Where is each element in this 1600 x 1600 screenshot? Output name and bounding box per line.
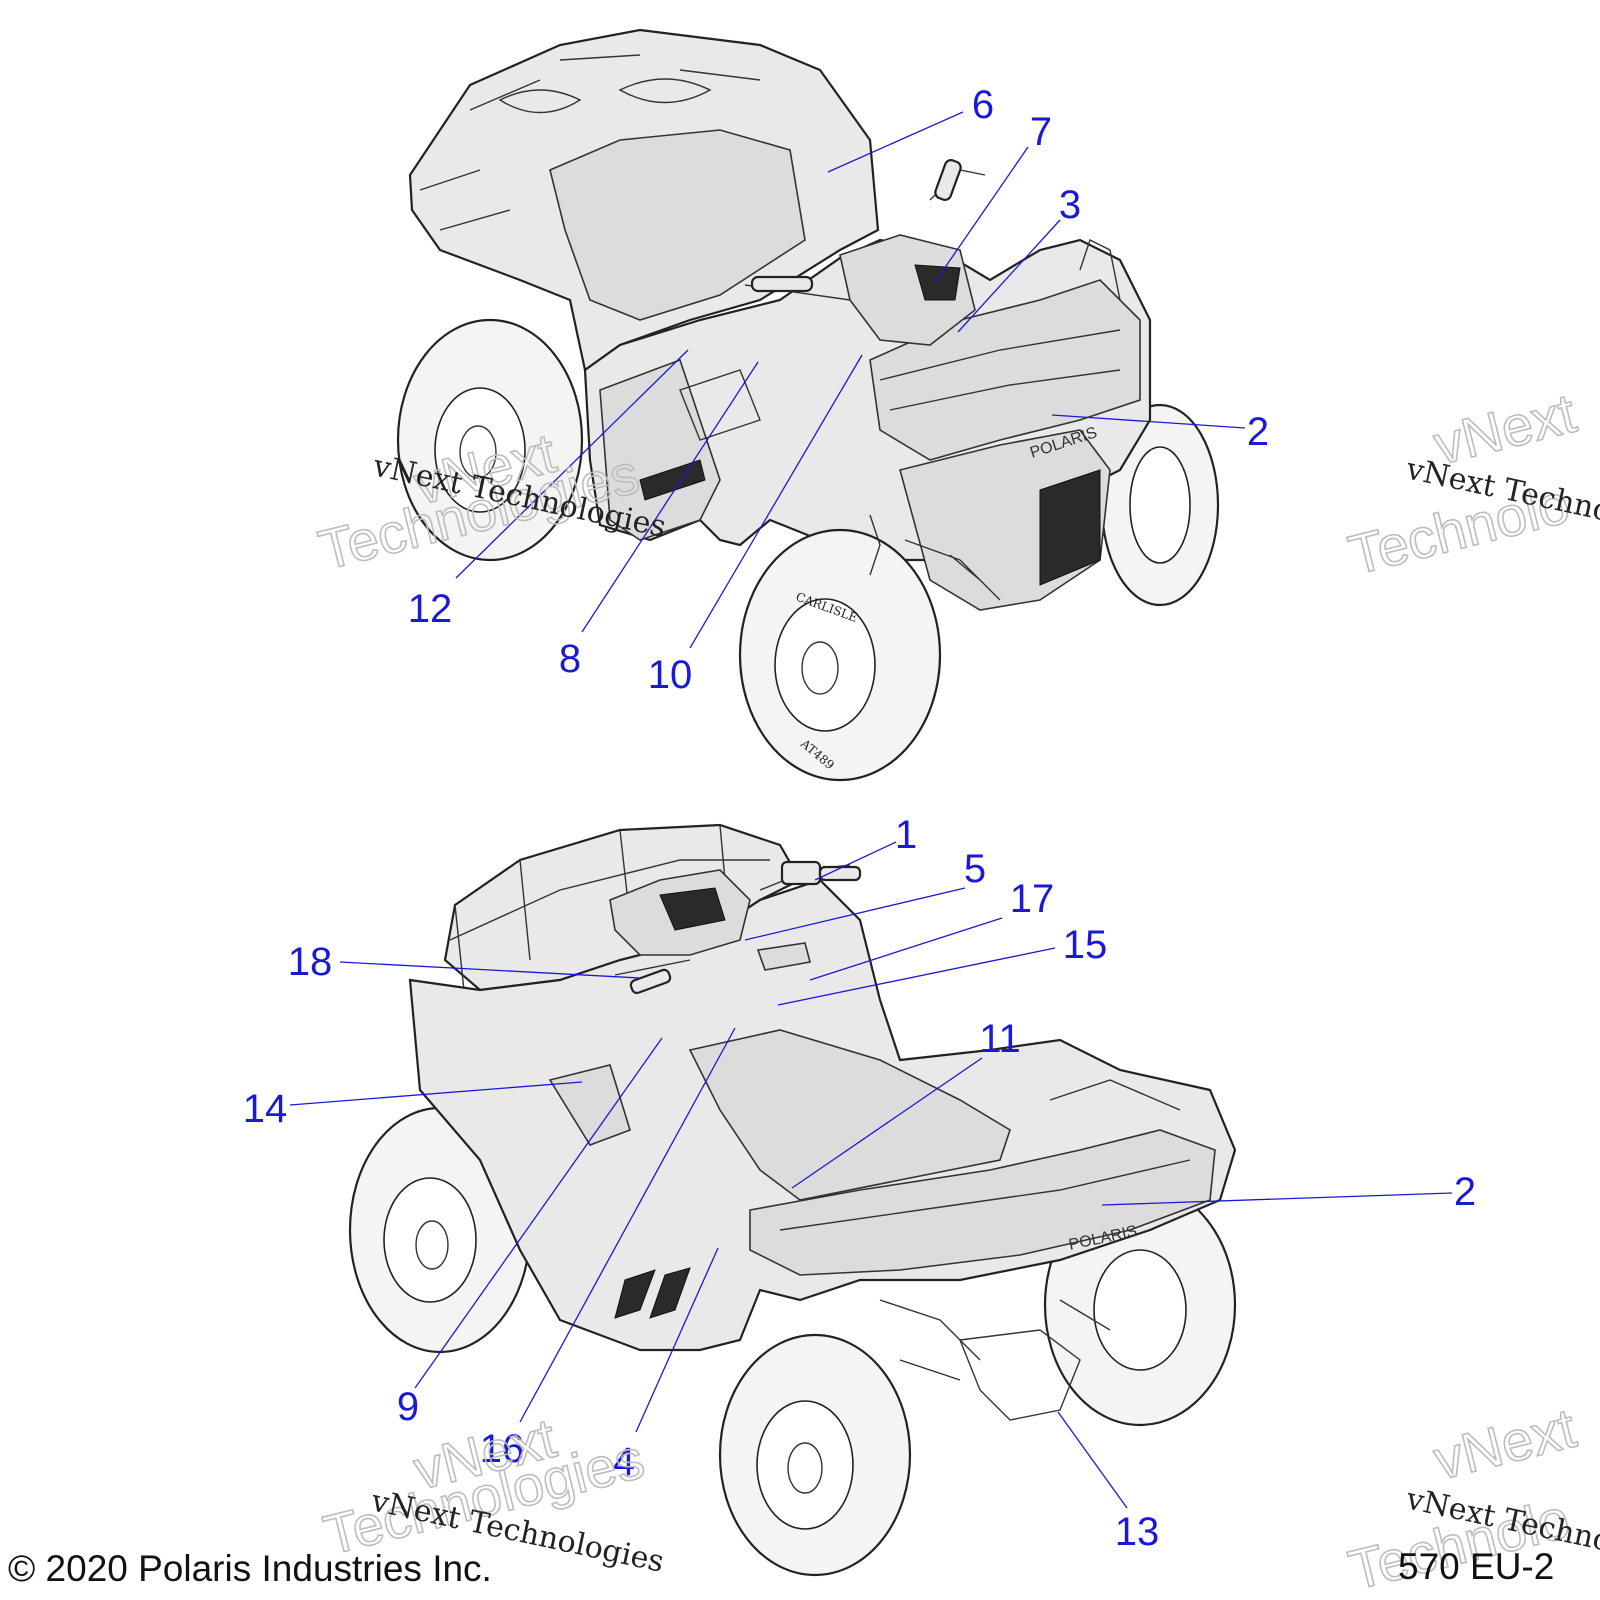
bottom-leader-line-13 xyxy=(1057,1411,1128,1509)
bottom-callout-16: 16 xyxy=(480,1427,525,1471)
top-leader-line-2 xyxy=(1051,414,1246,429)
bottom-callout-4: 4 xyxy=(613,1440,635,1484)
watermark-2: Technolo vNext vNext Technolo xyxy=(1342,380,1600,587)
bottom-callout-15: 15 xyxy=(1063,923,1108,967)
bottom-callout-13: 13 xyxy=(1115,1510,1160,1554)
front-rack xyxy=(869,279,1141,461)
bottom-leader-line-5 xyxy=(744,887,966,941)
top-leader-line-7 xyxy=(934,146,1029,283)
bottom-leader-line-15 xyxy=(777,947,1056,1006)
top-leader-line-8 xyxy=(581,361,759,633)
top-leader-line-12 xyxy=(455,349,689,579)
bottom-leader-line-14 xyxy=(289,1081,583,1106)
top-callout-7: 7 xyxy=(1030,110,1052,154)
top-callout-6: 6 xyxy=(972,83,994,127)
bottom-callout-2: 2 xyxy=(1454,1170,1476,1214)
callouts-top-view: 673 2 12 8 10 xyxy=(408,83,1269,697)
top-leader-line-10 xyxy=(689,354,863,649)
bottom-callout-1: 1 xyxy=(895,813,917,857)
bottom-leader-line-16 xyxy=(519,1027,736,1423)
rear-right-wheel xyxy=(1100,403,1220,607)
top-callout-8: 8 xyxy=(559,637,581,681)
bottom-leader-line-11 xyxy=(791,1057,983,1189)
bottom-callout-14: 14 xyxy=(243,1087,288,1131)
atv-top-view: CARLISLE AT489 POLARIS xyxy=(396,28,1220,782)
drawing-id: 570 EU-2 xyxy=(1398,1546,1555,1587)
top-callout-12: 12 xyxy=(408,587,453,631)
bottom-callout-17: 17 xyxy=(1010,877,1055,921)
front-left-wheel: CARLISLE AT489 xyxy=(738,528,942,782)
bottom-callout-5: 5 xyxy=(964,847,986,891)
bottom-leader-line-1 xyxy=(814,841,897,881)
top-callout-3: 3 xyxy=(1059,183,1081,227)
bottom-leader-line-17 xyxy=(809,917,1003,981)
bottom-callout-9: 9 xyxy=(397,1385,419,1429)
bottom-callout-18: 18 xyxy=(288,940,333,984)
bottom-leader-line-2 xyxy=(1101,1192,1453,1206)
top-callout-2: 2 xyxy=(1247,410,1269,454)
top-callout-10: 10 xyxy=(648,653,693,697)
watermark-big-top: vNext xyxy=(1428,1396,1583,1492)
bottom-front-wheel xyxy=(718,1333,912,1577)
bottom-leader-line-4 xyxy=(635,1247,719,1433)
bottom-callout-11: 11 xyxy=(979,1017,1021,1061)
bottom-leader-line-9 xyxy=(414,1037,663,1389)
copyright-text: © 2020 Polaris Industries Inc. xyxy=(8,1548,492,1589)
top-leader-line-6 xyxy=(827,111,964,173)
top-leader-line-3 xyxy=(957,219,1061,333)
atv-bottom-view: POLARIS xyxy=(348,823,1237,1577)
bottom-rear-rack xyxy=(749,1129,1216,1276)
bottom-leader-line-18 xyxy=(339,961,641,979)
